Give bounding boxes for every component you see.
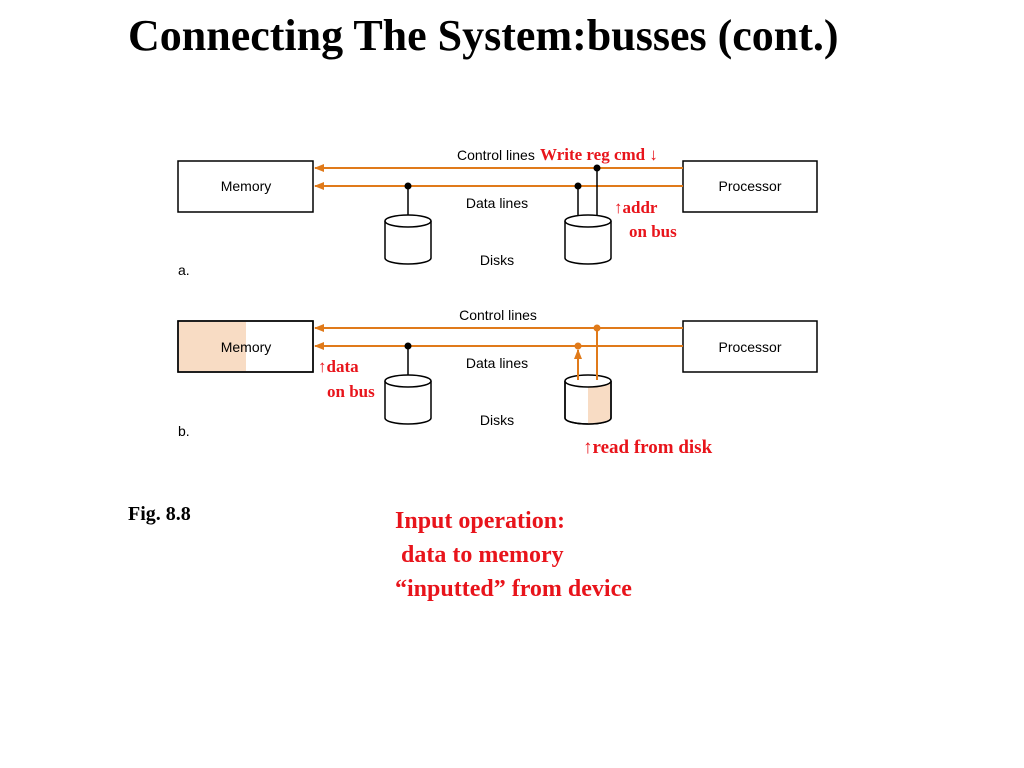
disk2-control-junction-a [593,164,601,172]
diagram-b: Memory Processor Control lines Data line… [177,307,818,458]
disks-label-a: Disks [480,252,514,268]
annotation-addr-line1: ↑addr [614,198,658,217]
memory-label-a: Memory [221,178,272,194]
disk1-junction-b [404,342,412,350]
input-operation-note: Input operation: data to memory “inputted… [395,504,632,606]
annotation-addr-line2: on bus [629,222,677,241]
data-lines-label-b: Data lines [466,355,528,371]
disk2-icon-a [564,214,612,265]
processor-label-a: Processor [718,178,781,194]
memory-highlight-b [179,322,246,371]
annotation-data-line2: on bus [327,382,375,401]
memory-box-a [177,160,314,213]
figure-label: Fig. 8.8 [128,503,191,525]
processor-box-b [682,320,818,373]
processor-box-a [682,160,818,213]
processor-label-b: Processor [718,339,781,355]
disks-label-b: Disks [480,412,514,428]
disk2-icon-b [564,374,612,425]
disk2-data-junction-b [574,342,582,350]
note-line-1: Input operation: [395,508,566,534]
control-lines-label-b: Control lines [459,307,537,323]
disk2-junction-a [574,182,582,190]
note-line-3: “inputted” from device [395,576,632,602]
note-line-2: data to memory [395,542,564,568]
annotation-write-reg-cmd: Write reg cmd ↓ [540,145,658,164]
disk1-icon-b [384,374,432,425]
page-title: Connecting The System:busses (cont.) [128,11,839,60]
control-lines-label-a: Control lines [457,147,535,163]
panel-label-b: b. [178,423,190,439]
annotation-read-from-disk: ↑read from disk [583,437,713,458]
panel-label-a: a. [178,262,190,278]
disk1-icon-a [384,214,432,265]
memory-label-b: Memory [221,339,272,355]
disk1-junction-a [404,182,412,190]
diagram-a: Memory Processor Control lines Data line… [177,145,818,278]
disk2-control-junction-b [593,324,601,332]
annotation-data-line1: ↑data [318,357,359,376]
data-lines-label-a: Data lines [466,195,528,211]
